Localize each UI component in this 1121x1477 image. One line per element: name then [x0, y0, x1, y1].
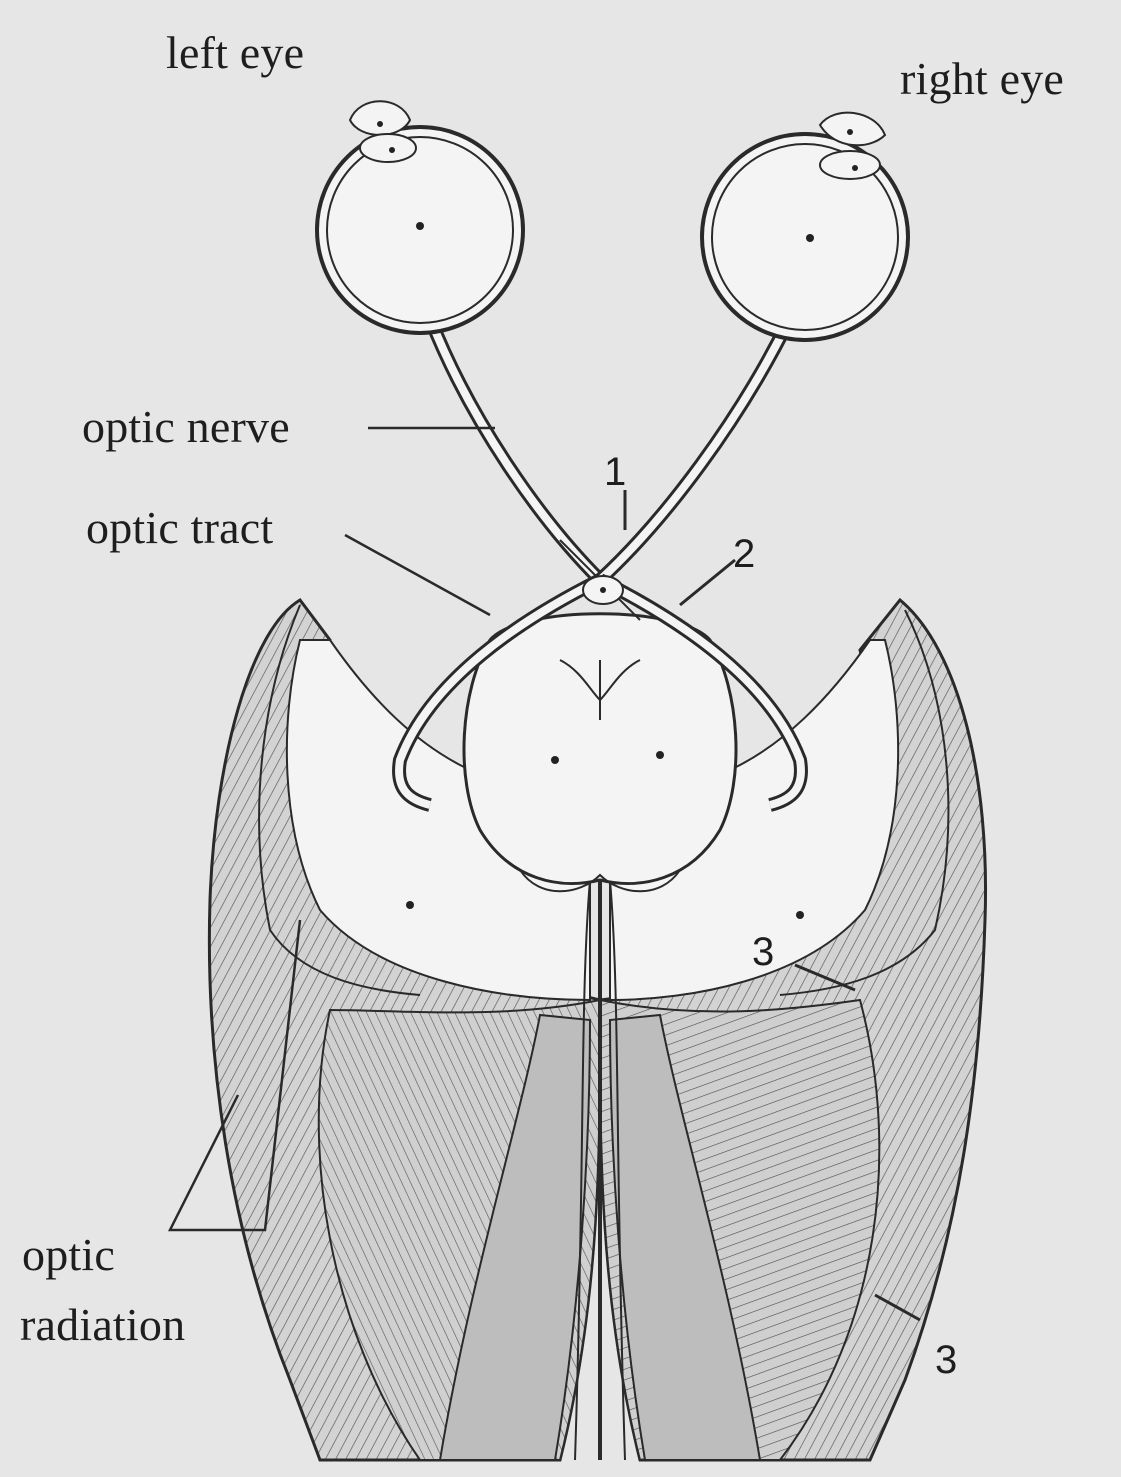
label-optic-tract: optic tract — [86, 505, 273, 551]
label-optic-nerve: optic nerve — [82, 404, 290, 450]
right-optic-nerve — [600, 318, 790, 580]
marker-3-lower: 3 — [935, 1340, 957, 1380]
midbrain — [464, 614, 736, 892]
label-optic-radiation-1: optic — [22, 1232, 115, 1278]
left-geniculate-dot — [406, 901, 414, 909]
marker-2: 2 — [733, 534, 755, 574]
right-geniculate-dot — [796, 911, 804, 919]
right-eyeball — [702, 113, 908, 340]
marker-2-leader — [680, 560, 735, 605]
left-eyeball — [317, 101, 523, 333]
left-optic-nerve — [430, 318, 600, 580]
optic-tract-leader — [345, 535, 490, 615]
marker-3-upper: 3 — [752, 932, 774, 972]
label-left-eye: left eye — [166, 30, 304, 76]
label-right-eye: right eye — [900, 56, 1064, 102]
marker-1: 1 — [604, 452, 626, 492]
label-optic-radiation-2: radiation — [20, 1302, 185, 1348]
